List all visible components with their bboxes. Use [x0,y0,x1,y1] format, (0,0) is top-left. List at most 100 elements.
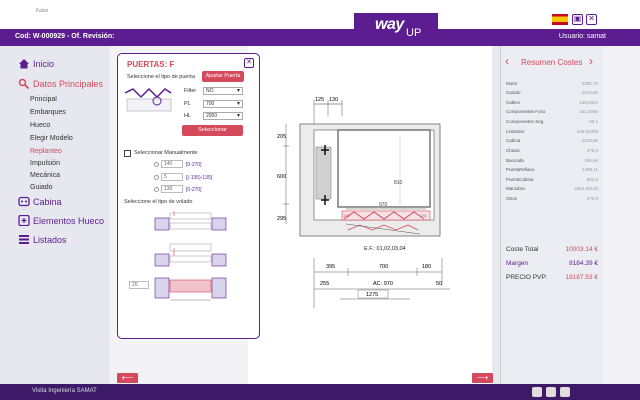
cost-label: Limitador [506,129,525,134]
manual-radio[interactable] [154,162,159,167]
cost-label: Componentes Foso [506,109,546,114]
cost-label: Bancada [506,158,524,163]
cost-row: Componentes Foso 151,0095 [506,109,598,114]
volado-label: Seleccione el tipo de volado [124,199,193,205]
pl-select[interactable]: 700 [203,100,243,108]
sidebar-subitem-principal[interactable]: Principal [30,96,57,103]
cost-value: 195,94 [584,158,598,163]
adjust-door-button[interactable]: Ajustar Puerta [202,71,244,82]
close-icon[interactable]: ✕ [586,14,597,25]
hl-select[interactable]: 2000 [203,112,243,120]
dim-label: 810 [394,180,403,186]
cost-label: Componentes Seg. [506,119,545,124]
dim-label: AC: 970 [373,281,393,287]
manual-label: Seleccionar Manualmente [134,150,198,156]
cost-label: Guiado [506,90,521,95]
manual-range: [(-135)-135] [186,175,213,181]
manual-radio[interactable] [154,175,159,180]
project-code: Cod: W-000929 - Of. Revisión: [15,33,115,40]
top-bar: False ▣ ✕ [0,0,640,29]
sidebar-item-listados[interactable]: Listados [18,234,67,245]
next-button[interactable]: ⟶ [472,373,493,383]
volado-option-3[interactable] [154,274,228,304]
cost-row: Chasis 375,5 [506,148,598,153]
sidebar-subitem-impulsion[interactable]: Impulsión [30,160,60,167]
panel-title: PUERTAS: F [127,60,175,69]
logo: way UP [354,13,438,45]
cost-value: 1219,86 [581,138,598,143]
footer: Visita Ingeniería SAMAT [0,384,640,400]
volado-option-2[interactable] [154,242,228,270]
margin-row: Margen 8184.39 € [506,260,598,267]
dim-label: 130 [420,213,427,218]
sidebar-item-label: Elementos Hueco [33,215,105,226]
cost-label: Maniobra [506,186,525,191]
logo-subtext: UP [406,27,422,39]
save-icon[interactable]: ▣ [572,14,583,25]
total-cost-value: 10003.14 € [565,246,598,253]
shaft-plan-drawing: 125 130 810 970 140 130 E.F.: 01,02,03,0… [277,97,450,308]
chevron-right-icon[interactable]: › [589,54,593,68]
sidebar-item-datos-principales[interactable]: Datos Principales [18,78,103,89]
sidebar-subitem-replanteo[interactable]: Replanteo [30,148,62,155]
cost-row: Guiado 1043,85 [506,90,598,95]
filter-label: Filter [184,88,197,94]
sidebar-item-elementos-hueco[interactable]: Elementos Hueco [18,215,104,226]
manual-input[interactable]: 140 [161,160,183,168]
cost-label: Cables [506,100,521,105]
cost-value: 902,5 [586,177,598,182]
cost-value: 375,5 [586,148,598,153]
cost-value: 1043,85 [581,90,598,95]
linkedin-icon[interactable] [532,387,542,397]
cabin-icon [18,196,30,207]
filter-select[interactable]: NO [203,87,243,95]
volado-option-1[interactable] [154,210,228,236]
sidebar-item-inicio[interactable]: Inicio [18,58,54,69]
sidebar-subitem-mecanica[interactable]: Mecánica [30,172,60,179]
cost-value: 60,1 [589,119,598,124]
sidebar-subitem-elegir-modelo[interactable]: Elegir Modelo [30,135,73,142]
dim-label: 970 [379,202,388,208]
chevron-left-icon[interactable]: ‹ [505,54,509,68]
margin-label: Margen [506,260,529,267]
select-button[interactable]: Seleccionar [182,125,243,136]
door-type-label: Seleccione el tipo de puerta [127,74,195,80]
debug-text: False [36,8,49,14]
door-type-icon[interactable] [123,85,175,121]
volado-input[interactable]: 20 [129,281,149,289]
search-icon [18,78,30,89]
manual-checkbox[interactable] [124,150,131,157]
dim-label: 50 [436,281,442,287]
pvp-row: PRECIO PVP:18187.53 € [506,274,598,281]
sidebar-subitem-hueco[interactable]: Hueco [30,122,51,129]
margin-value: 8184.39 € [569,260,598,267]
cost-summary-title: Resumen Costes [521,58,583,67]
manual-radio[interactable] [154,187,159,192]
close-icon[interactable]: ✕ [244,58,254,68]
previous-button[interactable]: ⟵ [117,373,138,383]
cost-label: Chasis [506,148,520,153]
manual-input[interactable]: 5 [161,173,183,181]
manual-input[interactable]: 130 [161,185,183,193]
footer-link[interactable]: Visita Ingeniería SAMAT [32,388,97,394]
pvp-value: 18187.53 € [565,274,598,281]
spain-flag-icon[interactable] [552,14,568,25]
twitter-icon[interactable] [546,387,556,397]
cost-label: PuertaRellano [506,167,535,172]
dim-label: 600 [277,174,286,180]
plus-box-icon [18,215,30,226]
cost-value: 151,0095 [579,109,598,114]
sidebar-subitem-guiado[interactable]: Guiado [30,184,53,191]
logo-text: way [375,16,404,33]
sidebar-subitem-embarques[interactable]: Embarques [30,109,66,116]
cost-label: Otros [506,196,518,201]
youtube-icon[interactable] [560,387,570,397]
home-icon [19,59,29,69]
cost-row: Componentes Seg. 60,1 [506,119,598,124]
pl-label: PL [184,101,191,107]
hl-label: HL [184,113,192,119]
sidebar-item-cabina[interactable]: Cabina [18,196,62,207]
